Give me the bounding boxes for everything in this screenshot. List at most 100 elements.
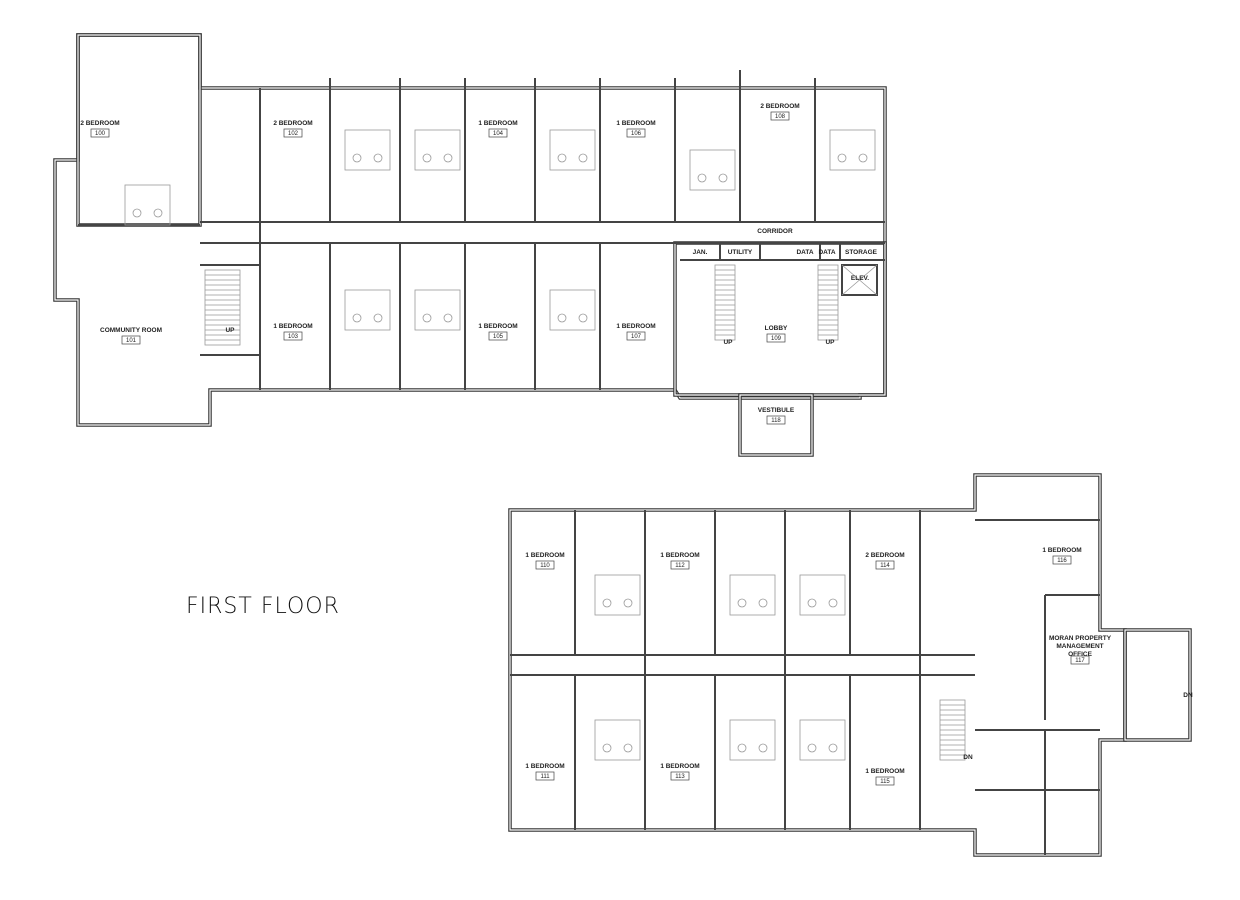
toilet-icon [737, 598, 747, 608]
data-label: DATA [796, 249, 813, 256]
stair-up-label: UP [825, 339, 835, 346]
bathroom-fixtures [344, 289, 391, 331]
room-number-box [766, 415, 786, 425]
stair-up-label: UP [225, 327, 235, 334]
toilet-icon [602, 743, 612, 753]
toilet-icon [807, 598, 817, 608]
room-number: 116 [1057, 558, 1067, 564]
room-name-line: MORAN PROPERTY [1049, 635, 1112, 642]
porch-outline [1123, 628, 1192, 742]
bathroom-fixtures [414, 129, 461, 171]
room-label: 1 BEDROOM 103 [273, 323, 313, 341]
room-number-box [535, 560, 555, 570]
elevator-label: ELEV. [851, 275, 869, 282]
room-number: 103 [288, 334, 299, 340]
room-number-box [121, 335, 141, 345]
toilet-icon [718, 173, 728, 183]
toilet-icon [373, 313, 383, 323]
room-number: 112 [675, 563, 685, 569]
room-name: 1 BEDROOM [660, 763, 699, 770]
bathroom-fixtures [344, 129, 391, 171]
room-name: 1 BEDROOM [660, 552, 699, 559]
bathroom-fixtures [594, 719, 641, 761]
room-number: 100 [95, 131, 106, 137]
utility-label: UTILITY [728, 249, 753, 256]
room-number: 108 [775, 114, 786, 120]
room-name: 1 BEDROOM [273, 323, 312, 330]
room-name: 1 BEDROOM [616, 120, 655, 127]
toilet-icon [352, 153, 362, 163]
room-name: COMMUNITY ROOM [100, 327, 162, 334]
room-label: 1 BEDROOM 116 [1042, 547, 1082, 565]
elevator-icon [841, 264, 878, 296]
room-label: 1 BEDROOM 112 [660, 552, 700, 570]
room-number-box [488, 331, 508, 341]
room-number: 118 [771, 418, 781, 424]
room-name: 1 BEDROOM [525, 763, 564, 770]
bathroom-fixtures [689, 149, 736, 191]
toilet-icon [132, 208, 142, 218]
room-number: 115 [880, 779, 890, 785]
room-label: VESTIBULE 118 [758, 407, 795, 425]
bathroom-fixtures [729, 719, 776, 761]
toilet-icon [623, 743, 633, 753]
lower-building-outline [508, 473, 1127, 857]
toilet-icon [557, 153, 567, 163]
room-number-box [875, 560, 895, 570]
floor-title: FIRST FLOOR [186, 594, 340, 619]
toilet-icon [557, 313, 567, 323]
room-number-box [766, 333, 786, 343]
bathroom-fixtures [799, 719, 846, 761]
bathroom-fixtures [549, 289, 596, 331]
room-name: 1 BEDROOM [1042, 547, 1081, 554]
room-name: 2 BEDROOM [760, 103, 799, 110]
bathroom-fixtures [124, 184, 171, 226]
room-number-box [283, 128, 303, 138]
toilet-icon [373, 153, 383, 163]
room-number: 101 [126, 338, 137, 344]
room-number: 117 [1075, 658, 1085, 664]
storage-label: STORAGE [845, 249, 878, 256]
toilet-icon [837, 153, 847, 163]
room-name: 1 BEDROOM [616, 323, 655, 330]
bathroom-fixtures [549, 129, 596, 171]
room-number: 111 [540, 774, 550, 780]
toilet-icon [422, 313, 432, 323]
room-name: 2 BEDROOM [80, 120, 119, 127]
toilet-icon [422, 153, 432, 163]
toilet-icon [807, 743, 817, 753]
room-label: MORAN PROPERTY MANAGEMENT OFFICEMORAN PR… [1049, 635, 1112, 665]
bathroom-fixtures [594, 574, 641, 616]
room-name: 2 BEDROOM [273, 120, 312, 127]
toilet-icon [623, 598, 633, 608]
stair-up-label: UP [723, 339, 733, 346]
room-label: 2 BEDROOM 100 [80, 120, 120, 138]
toilet-icon [352, 313, 362, 323]
room-number: 110 [540, 563, 550, 569]
room-number-box [670, 771, 690, 781]
room-number-box [535, 771, 555, 781]
room-number-box [90, 128, 110, 138]
room-name-line: OFFICE [1068, 651, 1092, 658]
toilet-icon [737, 743, 747, 753]
room-name: 1 BEDROOM [478, 120, 517, 127]
toilet-icon [578, 153, 588, 163]
room-number: 113 [675, 774, 685, 780]
room-label: 2 BEDROOM 108 [760, 103, 800, 121]
room-name: VESTIBULE [758, 407, 795, 414]
bathroom-fixtures [799, 574, 846, 616]
toilet-icon [153, 208, 163, 218]
toilet-icon [602, 598, 612, 608]
stair-down-label: DN [1183, 692, 1193, 699]
toilet-icon [758, 598, 768, 608]
vestibule-outline [738, 393, 814, 457]
room-number: 109 [771, 336, 782, 342]
room-number: 104 [493, 131, 504, 137]
